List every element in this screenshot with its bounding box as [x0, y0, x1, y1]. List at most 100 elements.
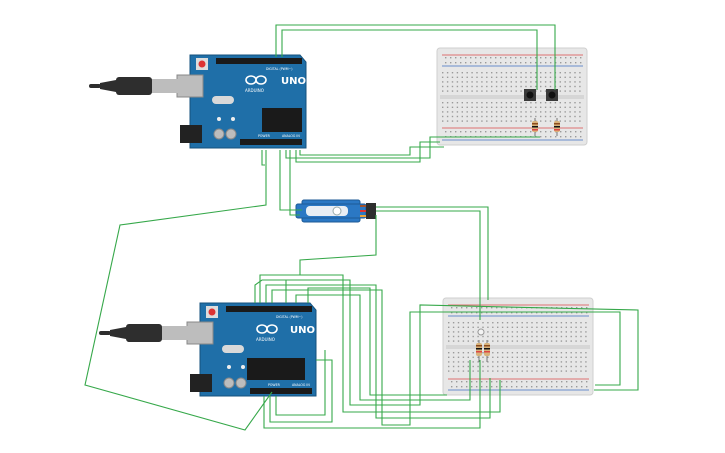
breadboard-hole — [555, 365, 558, 368]
breadboard-hole — [452, 361, 455, 363]
breadboard-hole — [466, 120, 468, 122]
breadboard-hole — [564, 120, 566, 122]
breadboard-hole — [544, 76, 547, 78]
breadboard-hole — [451, 81, 454, 83]
arduino-uno-bottom[interactable]: UNO ARDUINO DIGITAL (PWM~) POWER ANALOG … — [186, 302, 317, 397]
breadboard-hole — [515, 76, 517, 78]
breadboard-hole — [480, 57, 482, 59]
breadboard-hole — [511, 356, 514, 358]
breadboard-hole — [451, 381, 453, 383]
breadboard-hole — [579, 76, 581, 78]
breadboard-hole — [511, 365, 514, 368]
breadboard-hole — [530, 57, 532, 59]
wires — [84, 24, 639, 431]
breadboard-hole — [487, 340, 489, 342]
breadboard-hole — [530, 111, 532, 113]
servo-motor-icon[interactable] — [295, 199, 376, 223]
breadboard-hole — [575, 331, 577, 333]
push-button-2[interactable] — [546, 89, 558, 101]
breadboard-hole — [462, 335, 465, 338]
breadboard-hole — [461, 102, 463, 104]
breadboard-hole — [526, 322, 528, 324]
breadboard-hole — [570, 331, 572, 333]
breadboard-hole — [579, 81, 581, 83]
breadboard-hole — [487, 365, 489, 368]
breadboard-hole — [515, 57, 517, 59]
breadboard-hole — [446, 85, 449, 88]
breadboard-hole — [559, 72, 561, 74]
breadboard-hole — [550, 326, 553, 328]
breadboard-hole — [564, 106, 566, 108]
breadboard-hole — [541, 386, 543, 388]
breadboard-hole — [481, 120, 483, 122]
breadboard-hole — [457, 365, 460, 368]
breadboard-hole — [497, 331, 499, 333]
breadboard-hole — [540, 81, 542, 83]
breadboard-hole — [506, 335, 509, 338]
breadboard-hole — [448, 365, 450, 368]
breadboard-hole — [486, 111, 488, 113]
breadboard-hole — [485, 131, 487, 133]
breadboard-hole — [575, 326, 577, 328]
breadboard-hole — [460, 57, 462, 59]
arduino-uno-top[interactable]: UNO ARDUINO DIGITAL (PWM~) POWER ANALOG … — [176, 54, 307, 149]
breadboard-hole — [465, 131, 467, 133]
led-bottom[interactable] — [477, 328, 485, 336]
breadboard-hole — [500, 131, 502, 133]
breadboard-hole — [486, 72, 488, 74]
breadboard-hole — [531, 386, 533, 388]
breadboard-hole — [546, 335, 548, 338]
breadboard-hole — [481, 307, 483, 309]
breadboard-hole — [560, 326, 563, 328]
breadboard-hole — [536, 381, 538, 383]
usb-cable-icon[interactable] — [99, 324, 188, 342]
breadboard-hole — [555, 331, 558, 333]
breadboard-hole — [492, 331, 494, 333]
breadboard-hole — [481, 386, 483, 388]
breadboard-hole — [461, 76, 463, 78]
breadboard-hole — [516, 365, 518, 368]
resistor-bottom-1[interactable] — [476, 340, 482, 362]
resistor-top-1[interactable] — [532, 118, 538, 136]
breadboard-hole — [585, 340, 587, 342]
breadboard-hole — [486, 102, 488, 104]
breadboard-hole — [526, 331, 528, 333]
breadboard-hole — [487, 361, 489, 363]
breadboard-hole — [477, 361, 479, 363]
breadboard-hole — [580, 331, 582, 333]
breadboard-hole — [544, 106, 547, 108]
breadboard-hole — [500, 85, 503, 88]
breadboard-hole — [530, 115, 532, 118]
push-button-1[interactable] — [524, 89, 536, 101]
breadboard-hole — [452, 352, 455, 354]
breadboard-hole — [480, 62, 482, 64]
breadboard-hole — [555, 356, 558, 358]
breadboard-hole — [535, 102, 537, 104]
breadboard-hole — [451, 120, 454, 122]
resistor-bottom-2[interactable] — [484, 340, 490, 362]
breadboard-hole — [540, 90, 542, 92]
breadboard-hole — [510, 102, 512, 104]
breadboard-hole — [450, 131, 452, 133]
breadboard-hole — [475, 62, 477, 64]
breadboard-hole — [500, 57, 502, 59]
breadboard-hole — [466, 312, 468, 314]
breadboard-top[interactable] — [436, 47, 588, 146]
breadboard-hole — [495, 111, 498, 113]
breadboard-hole — [570, 62, 572, 64]
breadboard-hole — [486, 106, 488, 108]
breadboard-hole — [511, 322, 514, 324]
breadboard-hole — [556, 381, 558, 383]
breadboard-hole — [549, 81, 552, 83]
breadboard-hole — [482, 322, 484, 324]
breadboard-hole — [461, 386, 463, 388]
breadboard-hole — [491, 307, 493, 309]
resistor-top-2[interactable] — [554, 118, 560, 136]
board-power-label: POWER — [258, 134, 271, 138]
usb-cable-icon[interactable] — [89, 77, 178, 95]
breadboard-hole — [481, 111, 483, 113]
breadboard-hole — [485, 57, 487, 59]
breadboard-hole — [574, 120, 576, 122]
breadboard-hole — [467, 331, 469, 333]
